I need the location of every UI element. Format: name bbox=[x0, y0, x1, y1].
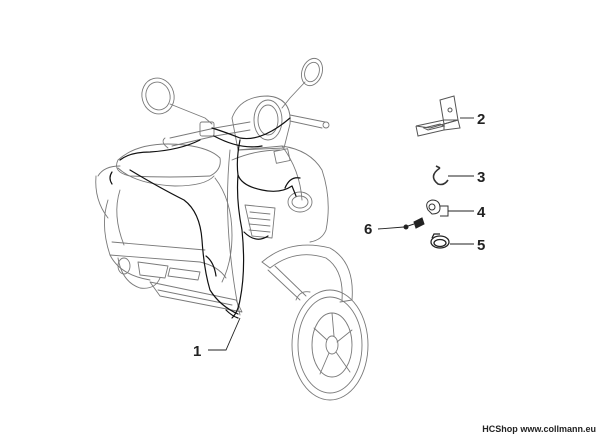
callout-1: 1 bbox=[193, 343, 201, 360]
rear-body bbox=[104, 177, 233, 289]
callout-3: 3 bbox=[477, 169, 485, 186]
part-hose-clamp bbox=[430, 233, 450, 249]
callout-5: 5 bbox=[477, 237, 485, 254]
scooter-illustration bbox=[95, 57, 369, 401]
leader-line-1 bbox=[208, 317, 241, 351]
floorboard bbox=[149, 267, 243, 313]
front-wheel bbox=[291, 289, 369, 401]
leader-line-6 bbox=[377, 226, 405, 230]
seat bbox=[95, 143, 221, 219]
handlebar bbox=[162, 114, 330, 149]
callout-6: 6 bbox=[364, 221, 372, 238]
part-screw bbox=[403, 217, 425, 230]
part-clip-ring bbox=[432, 165, 449, 186]
callout-2: 2 bbox=[477, 111, 485, 128]
callout-4: 4 bbox=[477, 204, 486, 221]
part-cable-clamp bbox=[426, 199, 449, 217]
footer-url: www.collmann.eu bbox=[520, 424, 596, 434]
headset bbox=[231, 95, 291, 151]
right-mirror bbox=[281, 57, 323, 109]
front-fork bbox=[267, 265, 307, 301]
footer-credit: HCShop www.collmann.eu bbox=[482, 424, 596, 434]
leg-shield bbox=[227, 145, 329, 316]
leader-lines bbox=[208, 117, 474, 351]
footer-shop: HCShop bbox=[482, 424, 518, 434]
part-bracket bbox=[415, 95, 461, 137]
wiring-harness bbox=[109, 117, 301, 319]
front-fender bbox=[261, 244, 353, 303]
left-mirror bbox=[141, 77, 213, 125]
